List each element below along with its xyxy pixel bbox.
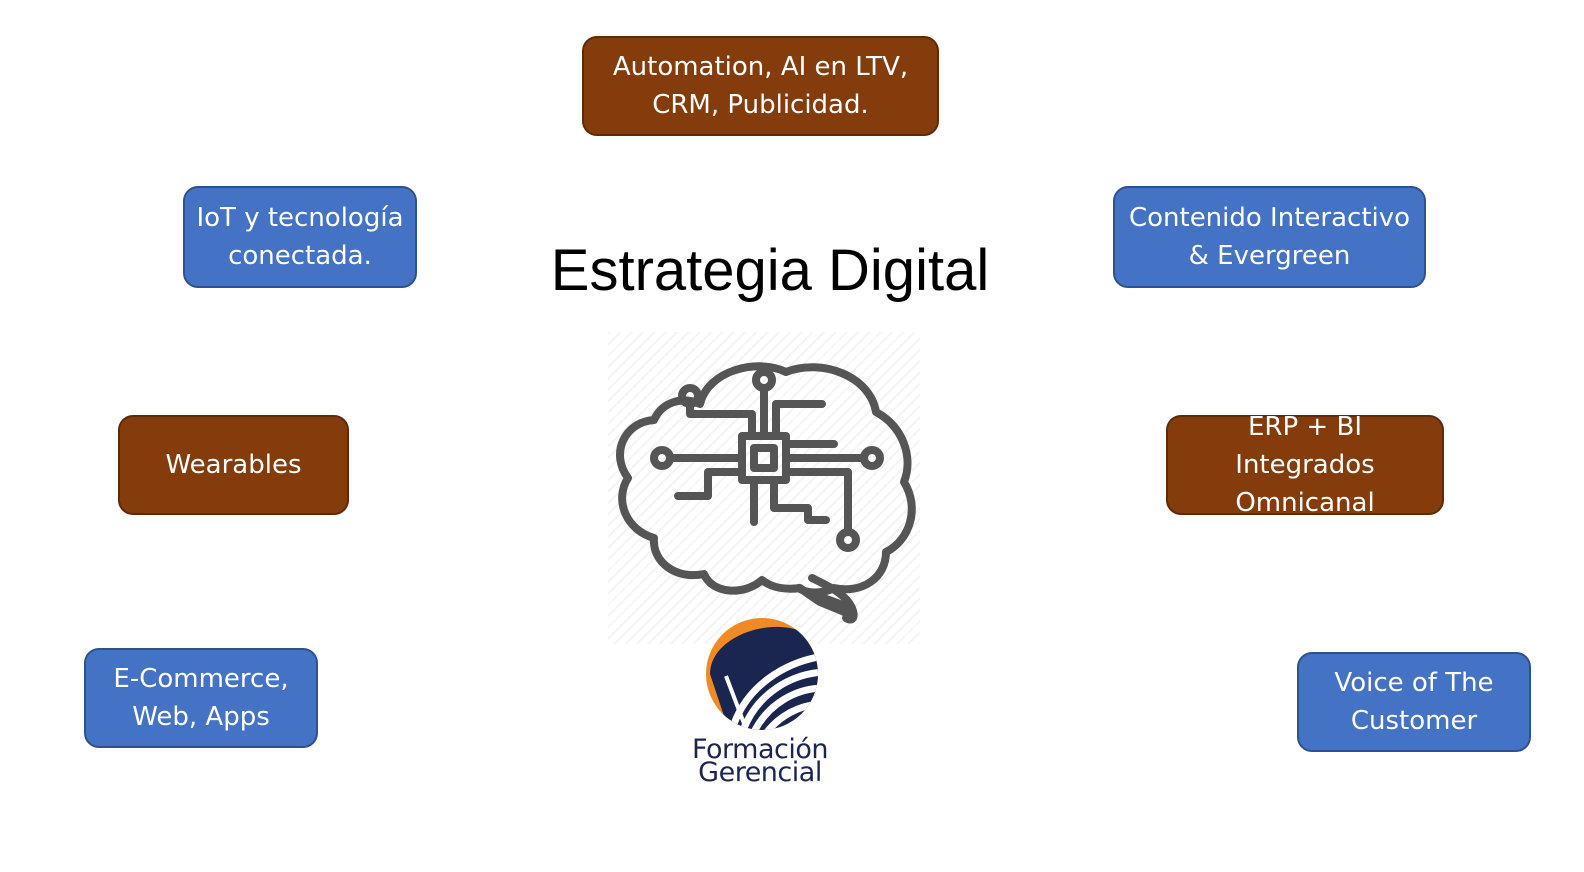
wearables-box: Wearables <box>118 415 349 515</box>
logo-text-line1: Formación <box>691 734 829 765</box>
logo-text-line2: Gerencial <box>698 757 822 788</box>
voice-box: Voice of The Customer <box>1297 652 1531 752</box>
automation-box: Automation, AI en LTV, CRM, Publicidad. <box>582 36 939 136</box>
iot-box: IoT y tecnología conectada. <box>183 186 417 288</box>
ecommerce-label: E-Commerce, Web, Apps <box>113 664 289 732</box>
erp-label: ERP + BI Integrados Omnicanal <box>1235 412 1375 518</box>
wearables-label: Wearables <box>165 450 302 480</box>
brain-circuit-icon <box>608 332 920 644</box>
voice-label: Voice of The Customer <box>1334 668 1494 736</box>
erp-box: ERP + BI Integrados Omnicanal <box>1166 412 1444 518</box>
contenido-label: Contenido Interactivo & Evergreen <box>1128 203 1411 271</box>
ecommerce-box: E-Commerce, Web, Apps <box>84 648 318 748</box>
automation-label: Automation, AI en LTV, CRM, Publicidad. <box>612 52 909 120</box>
page-title: Estrategia Digital <box>550 238 990 303</box>
iot-label: IoT y tecnología conectada. <box>196 203 404 271</box>
formacion-gerencial-logo <box>700 616 824 734</box>
contenido-box: Contenido Interactivo & Evergreen <box>1113 186 1426 288</box>
